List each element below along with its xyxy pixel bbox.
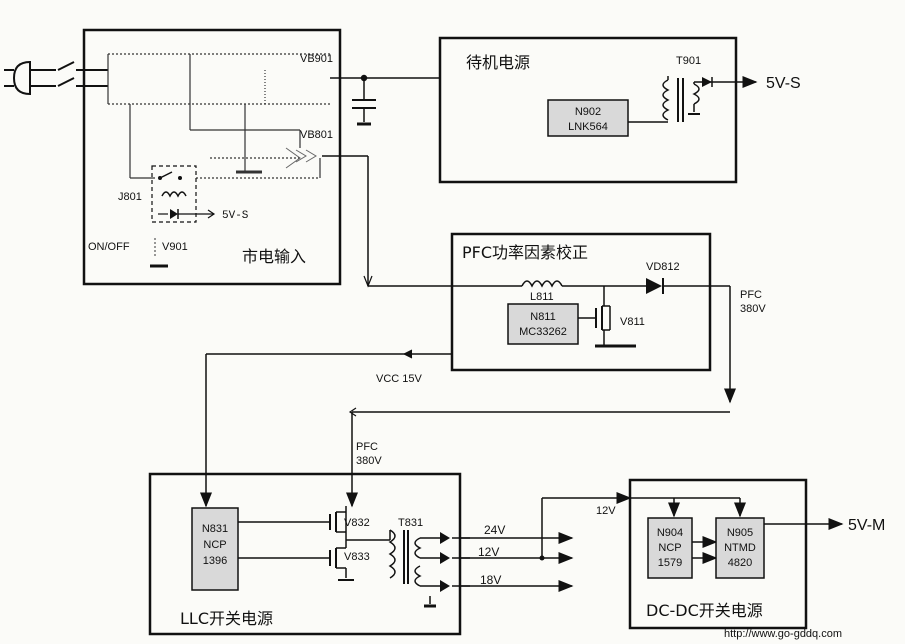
mains-block-title: 市电输入	[242, 247, 306, 266]
pfc-internal-wiring	[452, 280, 730, 348]
diode-18v	[440, 580, 450, 592]
standby-power-block: 待机电源 N902 LNK564 T901	[438, 36, 758, 184]
label-t901: T901	[676, 55, 701, 67]
output-24v-label: 24V	[484, 523, 505, 537]
label-v901: V901	[162, 241, 188, 253]
watermark-url: http://www.go-gddq.com	[724, 628, 842, 640]
output-12v-label: 12V	[478, 545, 499, 559]
chip-n904-line2: NCP	[658, 542, 681, 554]
chip-n904-name: N904	[657, 527, 683, 539]
dcdc-block-title: DC-DC开关电源	[646, 601, 763, 620]
chip-n905-line2: NTMD	[724, 542, 756, 554]
chip-n905	[715, 517, 765, 579]
chip-n831-line2: NCP	[203, 539, 226, 551]
dcdc-internal-wiring	[630, 497, 746, 564]
llc-block: LLC开关电源 N831 NCP 1396	[148, 472, 470, 636]
diode-12v	[440, 552, 450, 564]
chip-n904-line3: 1579	[658, 557, 682, 569]
pfc-out-label-2: 380V	[740, 303, 766, 315]
llc-block-title: LLC开关电源	[180, 609, 273, 628]
label-vb901: VB901	[300, 53, 333, 65]
chip-n902-part: LNK564	[568, 121, 608, 133]
t901-rectifier-diode	[702, 77, 712, 87]
chip-n811-name: N811	[530, 311, 555, 323]
mains-to-pfc-wiring	[322, 155, 452, 287]
chip-n811-part: MC33262	[519, 326, 567, 338]
standby-block-border	[438, 36, 738, 184]
output-5vm-label: 5V-M	[848, 517, 885, 534]
llc-block-border	[148, 472, 462, 636]
label-v811: V811	[620, 316, 645, 328]
llc-bridge-wiring	[238, 506, 470, 608]
mains-connector-arrows	[285, 147, 317, 169]
dcdc-block-border	[628, 478, 808, 630]
dcdc-block: DC-DC开关电源 N904 NCP 1579 N905 NTMD 4820	[628, 478, 844, 630]
pfc-block-title: PFC功率因素校正	[462, 243, 588, 262]
mains-plug-icon	[4, 60, 108, 96]
chip-n904	[647, 517, 693, 579]
onoff-switch-v901	[150, 238, 168, 268]
llc-output-lines	[460, 492, 632, 592]
label-j801: J801	[118, 191, 142, 203]
mains-block-border	[82, 28, 342, 286]
label-l811: L811	[530, 291, 554, 303]
label-t831: T831	[398, 517, 423, 529]
diode-24v	[440, 532, 450, 544]
mains-input-block: VB901 VB801 J801 5V-S ON/OFF V901 市电输入	[4, 28, 342, 286]
label-v833: V833	[344, 551, 370, 563]
chip-n902	[547, 99, 629, 137]
pfc-block-border	[450, 232, 712, 372]
chip-n905-line3: 4820	[728, 557, 752, 569]
chip-n831	[191, 507, 239, 591]
mains-pfc-arrow	[363, 275, 373, 288]
mains-internal-wiring	[107, 53, 330, 179]
label-relay-5vs: 5V-S	[222, 210, 249, 222]
transformer-t901	[628, 76, 720, 123]
pfc-block: PFC功率因素校正 N811 MC33262 L811 V811 VD812	[450, 232, 730, 372]
label-onoff: ON/OFF	[88, 241, 130, 253]
chip-n831-line3: 1396	[203, 555, 227, 567]
pfc-in-label-2: 380V	[356, 455, 382, 467]
pfc-in-label-1: PFC	[356, 441, 378, 453]
label-v832: V832	[344, 517, 370, 529]
diode-vd812	[646, 278, 662, 294]
chip-n831-name: N831	[202, 523, 228, 535]
chip-n905-name: N905	[727, 527, 753, 539]
dcdc-input-label: 12V	[596, 505, 616, 517]
output-5vs-label: 5V-S	[766, 75, 801, 92]
output-18v-label: 18V	[480, 573, 501, 587]
label-vb801: VB801	[300, 129, 333, 141]
pfc-out-label-1: PFC	[740, 289, 762, 301]
standby-block-title: 待机电源	[466, 53, 530, 72]
standby-feed-wiring	[330, 74, 440, 126]
chip-n811	[507, 303, 579, 345]
label-vd812: VD812	[646, 261, 680, 273]
pfc-380v-feed	[346, 286, 736, 508]
relay-j801	[151, 165, 216, 223]
vcc-label: VCC 15V	[376, 373, 423, 385]
chip-n902-name: N902	[575, 106, 601, 118]
